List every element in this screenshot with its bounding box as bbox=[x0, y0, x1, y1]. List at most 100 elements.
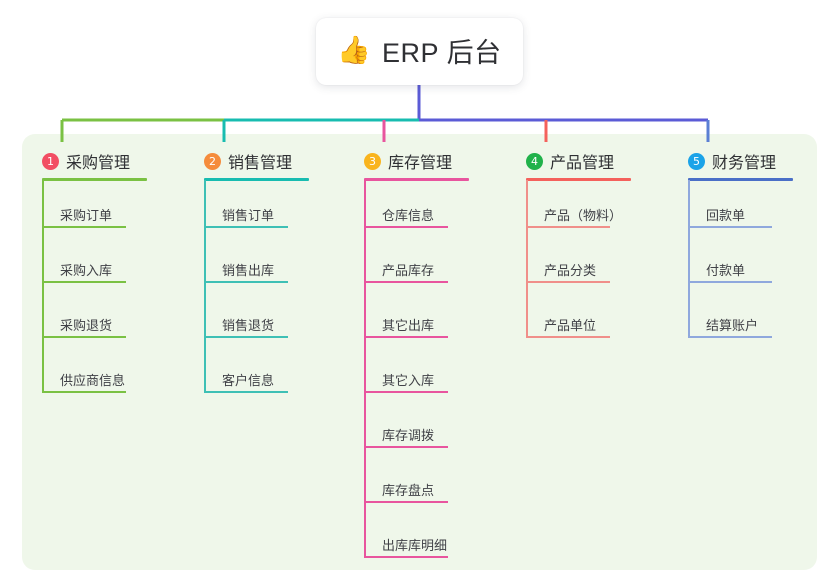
branch-badge-3: 3 bbox=[364, 152, 381, 170]
list-item[interactable]: 回款单 bbox=[688, 180, 830, 235]
list-item[interactable]: 产品单位 bbox=[526, 290, 668, 345]
branch-item-underline bbox=[364, 446, 448, 448]
branch-item-underline bbox=[42, 391, 126, 393]
list-item[interactable]: 采购退货 bbox=[42, 290, 184, 345]
list-item[interactable]: 产品分类 bbox=[526, 235, 668, 290]
list-item[interactable]: 销售退货 bbox=[204, 290, 346, 345]
branch-item-underline bbox=[364, 226, 448, 228]
branch-item-label: 其它出库 bbox=[382, 318, 435, 333]
list-item[interactable]: 销售订单 bbox=[204, 180, 346, 235]
branch-title-1: 采购管理 bbox=[66, 155, 131, 172]
branch-items-5: 回款单付款单结算账户 bbox=[668, 180, 830, 345]
branch-badge-1: 1 bbox=[42, 152, 59, 170]
branch-item-label: 库存调拨 bbox=[382, 428, 435, 443]
branch-item-underline bbox=[688, 281, 772, 283]
branch-item-underline bbox=[526, 281, 610, 283]
branch-header-5[interactable]: 5 财务管理 bbox=[668, 145, 830, 181]
branch-underline-3 bbox=[364, 178, 469, 181]
list-item[interactable]: 仓库信息 bbox=[364, 180, 506, 235]
branch-item-underline bbox=[364, 336, 448, 338]
branch-header-1[interactable]: 1 采购管理 bbox=[22, 145, 184, 181]
branch-title-4: 产品管理 bbox=[550, 155, 615, 172]
branch-item-label: 产品库存 bbox=[382, 263, 435, 278]
branch-item-label: 供应商信息 bbox=[60, 373, 126, 388]
root-node-title: ERP 后台 bbox=[382, 38, 502, 68]
branch-item-underline bbox=[204, 281, 288, 283]
branch-spine-5 bbox=[688, 180, 690, 338]
list-item[interactable]: 采购订单 bbox=[42, 180, 184, 235]
branch-item-underline bbox=[364, 281, 448, 283]
list-item[interactable]: 客户信息 bbox=[204, 345, 346, 400]
branch-item-underline bbox=[204, 226, 288, 228]
root-node[interactable]: 👍 ERP 后台 bbox=[316, 18, 523, 85]
branch-item-underline bbox=[204, 336, 288, 338]
branch-title-5: 财务管理 bbox=[712, 155, 777, 172]
branch-column-5: 5 财务管理回款单付款单结算账户 bbox=[668, 145, 830, 345]
branch-item-underline bbox=[526, 336, 610, 338]
list-item[interactable]: 库存调拨 bbox=[364, 400, 506, 455]
thumbs-up-icon: 👍 bbox=[337, 35, 372, 65]
branch-item-label: 客户信息 bbox=[222, 373, 275, 388]
list-item[interactable]: 结算账户 bbox=[688, 290, 830, 345]
branch-item-underline bbox=[688, 226, 772, 228]
branch-item-underline bbox=[42, 336, 126, 338]
branch-item-label: 采购订单 bbox=[60, 208, 113, 223]
list-item[interactable]: 库存盘点 bbox=[364, 455, 506, 510]
list-item[interactable]: 出库库明细 bbox=[364, 510, 506, 565]
branch-item-underline bbox=[688, 336, 772, 338]
branch-spine-1 bbox=[42, 180, 44, 393]
branch-item-label: 其它入库 bbox=[382, 373, 435, 388]
branch-item-label: 采购入库 bbox=[60, 263, 113, 278]
branch-items-3: 仓库信息产品库存其它出库其它入库库存调拨库存盘点出库库明细 bbox=[344, 180, 506, 565]
branch-underline-1 bbox=[42, 178, 147, 181]
list-item[interactable]: 采购入库 bbox=[42, 235, 184, 290]
branch-underline-4 bbox=[526, 178, 631, 181]
branches-panel bbox=[22, 134, 817, 570]
branch-item-label: 采购退货 bbox=[60, 318, 113, 333]
branch-item-label: 仓库信息 bbox=[382, 208, 435, 223]
branch-item-label: 结算账户 bbox=[706, 318, 759, 333]
branch-item-label: 销售订单 bbox=[222, 208, 275, 223]
list-item[interactable]: 付款单 bbox=[688, 235, 830, 290]
list-item[interactable]: 销售出库 bbox=[204, 235, 346, 290]
branch-column-2: 2 销售管理销售订单销售出库销售退货客户信息 bbox=[184, 145, 346, 400]
branch-spine-4 bbox=[526, 180, 528, 338]
branch-item-label: 销售退货 bbox=[222, 318, 275, 333]
branch-item-label: 产品单位 bbox=[544, 318, 597, 333]
branch-item-label: 库存盘点 bbox=[382, 483, 435, 498]
branch-item-label: 销售出库 bbox=[222, 263, 275, 278]
branch-item-label: 付款单 bbox=[706, 263, 746, 278]
branch-spine-2 bbox=[204, 180, 206, 393]
branch-item-underline bbox=[364, 556, 448, 558]
list-item[interactable]: 产品（物料） bbox=[526, 180, 668, 235]
branch-badge-5: 5 bbox=[688, 152, 705, 170]
branch-column-4: 4 产品管理产品（物料） 产品分类产品单位 bbox=[506, 145, 668, 345]
branch-item-underline bbox=[364, 501, 448, 503]
list-item[interactable]: 供应商信息 bbox=[42, 345, 184, 400]
branch-item-label: 产品（物料） bbox=[544, 208, 623, 223]
branch-column-1: 1 采购管理采购订单采购入库采购退货供应商信息 bbox=[22, 145, 184, 400]
list-item[interactable]: 产品库存 bbox=[364, 235, 506, 290]
branch-header-2[interactable]: 2 销售管理 bbox=[184, 145, 346, 181]
branch-badge-4: 4 bbox=[526, 152, 543, 170]
branch-spine-3 bbox=[364, 180, 366, 558]
branch-badge-2: 2 bbox=[204, 152, 221, 170]
branch-item-label: 出库库明细 bbox=[382, 538, 448, 553]
list-item[interactable]: 其它入库 bbox=[364, 345, 506, 400]
branch-header-4[interactable]: 4 产品管理 bbox=[506, 145, 668, 181]
branch-underline-5 bbox=[688, 178, 793, 181]
branch-items-1: 采购订单采购入库采购退货供应商信息 bbox=[22, 180, 184, 400]
branch-item-label: 产品分类 bbox=[544, 263, 597, 278]
branch-item-underline bbox=[42, 226, 126, 228]
list-item[interactable]: 其它出库 bbox=[364, 290, 506, 345]
branch-item-underline bbox=[364, 391, 448, 393]
branch-items-4: 产品（物料） 产品分类产品单位 bbox=[506, 180, 668, 345]
branch-item-underline bbox=[204, 391, 288, 393]
branch-item-underline bbox=[526, 226, 610, 228]
root-node-content: 👍 ERP 后台 bbox=[337, 31, 501, 70]
branch-title-2: 销售管理 bbox=[228, 155, 293, 172]
